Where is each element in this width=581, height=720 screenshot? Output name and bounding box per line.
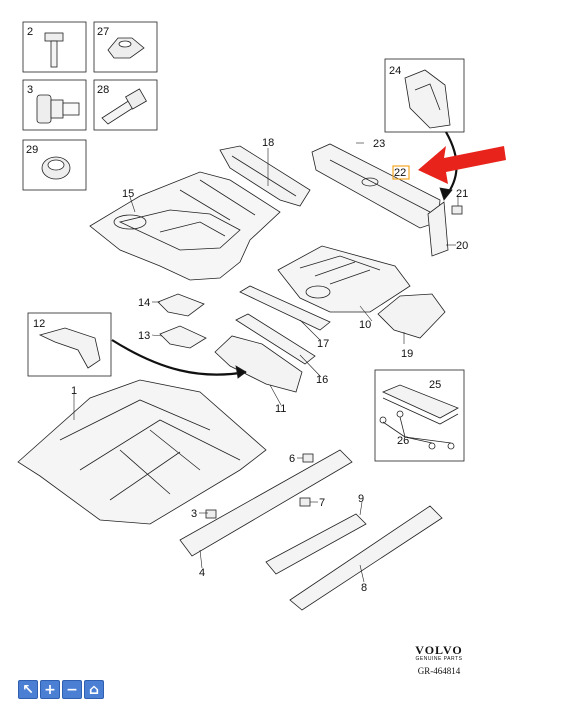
inset-label-2: 2 bbox=[27, 26, 33, 38]
zoom-out-icon[interactable]: − bbox=[62, 680, 82, 699]
part-11-member[interactable] bbox=[214, 335, 303, 393]
inset-part-29[interactable] bbox=[22, 139, 87, 191]
part-4-sill[interactable] bbox=[179, 449, 353, 557]
inset-part-2[interactable] bbox=[22, 21, 87, 73]
inset-label-26: 26 bbox=[397, 435, 409, 447]
part-13-bracket[interactable] bbox=[159, 325, 207, 349]
zoom-in-icon[interactable]: + bbox=[40, 680, 60, 699]
part-19-bracket[interactable] bbox=[377, 293, 446, 339]
inset-part-24[interactable] bbox=[384, 58, 465, 133]
part-6-clip[interactable] bbox=[302, 453, 314, 463]
part-22-rear-panel[interactable] bbox=[311, 143, 441, 229]
callout-23: 23 bbox=[373, 138, 385, 150]
part-16-rail[interactable] bbox=[235, 313, 316, 365]
callout-19: 19 bbox=[401, 348, 413, 360]
callout-3: 3 bbox=[191, 508, 197, 520]
callout-21: 21 bbox=[456, 188, 468, 200]
inset-label-27: 27 bbox=[97, 26, 109, 38]
brand-subtitle: GENUINE PARTS bbox=[415, 656, 463, 662]
callout-6: 6 bbox=[289, 453, 295, 465]
callout-9: 9 bbox=[358, 493, 364, 505]
callout-14: 14 bbox=[138, 297, 150, 309]
viewer-toolbar: ↖ + − ⌂ bbox=[18, 680, 104, 699]
callout-1: 1 bbox=[71, 385, 77, 397]
inset-parts-25-26[interactable] bbox=[374, 369, 465, 462]
callout-17: 17 bbox=[317, 338, 329, 350]
callout-22: 22 bbox=[394, 167, 406, 179]
brand-logo: VOLVO bbox=[415, 643, 463, 657]
part-21-clip[interactable] bbox=[451, 205, 463, 215]
callout-10: 10 bbox=[359, 319, 371, 331]
home-icon[interactable]: ⌂ bbox=[84, 680, 104, 699]
part-8-sill[interactable] bbox=[289, 505, 443, 611]
part-18-crossmember[interactable] bbox=[219, 145, 311, 207]
callout-7: 7 bbox=[319, 497, 325, 509]
part-20-bracket[interactable] bbox=[427, 201, 449, 257]
inset-label-25: 25 bbox=[429, 379, 441, 391]
inset-part-12[interactable] bbox=[27, 312, 112, 377]
red-arrow-icon bbox=[418, 146, 506, 184]
callout-13: 13 bbox=[138, 330, 150, 342]
inset-label-28: 28 bbox=[97, 84, 109, 96]
part-1-front-floor[interactable] bbox=[17, 379, 267, 525]
part-9-sill[interactable] bbox=[265, 513, 367, 575]
inset-part-3[interactable] bbox=[22, 79, 87, 131]
select-icon[interactable]: ↖ bbox=[18, 680, 38, 699]
callout-18: 18 bbox=[262, 137, 274, 149]
part-17-rail[interactable] bbox=[239, 285, 331, 331]
part-7-clip[interactable] bbox=[299, 497, 311, 507]
callout-20: 20 bbox=[456, 240, 468, 252]
inset-label-12: 12 bbox=[33, 318, 45, 330]
inset-part-28[interactable] bbox=[93, 79, 158, 131]
callout-11: 11 bbox=[275, 403, 286, 415]
part-14-bracket[interactable] bbox=[157, 293, 205, 317]
diagram-reference: GR-464814 bbox=[417, 666, 461, 676]
part-10-spare-wheel-well[interactable] bbox=[277, 245, 411, 313]
inset-label-24: 24 bbox=[389, 65, 401, 77]
inset-label-3: 3 bbox=[27, 84, 33, 96]
part-3-clip[interactable] bbox=[205, 509, 217, 519]
inset-part-27[interactable] bbox=[93, 21, 158, 73]
callout-15: 15 bbox=[122, 188, 134, 200]
part-15-rear-floor[interactable] bbox=[89, 171, 281, 281]
highlight-box-22 bbox=[392, 165, 410, 180]
callout-16: 16 bbox=[316, 374, 328, 386]
inset-label-29: 29 bbox=[26, 144, 38, 156]
callout-8: 8 bbox=[361, 582, 367, 594]
callout-4: 4 bbox=[199, 567, 205, 579]
